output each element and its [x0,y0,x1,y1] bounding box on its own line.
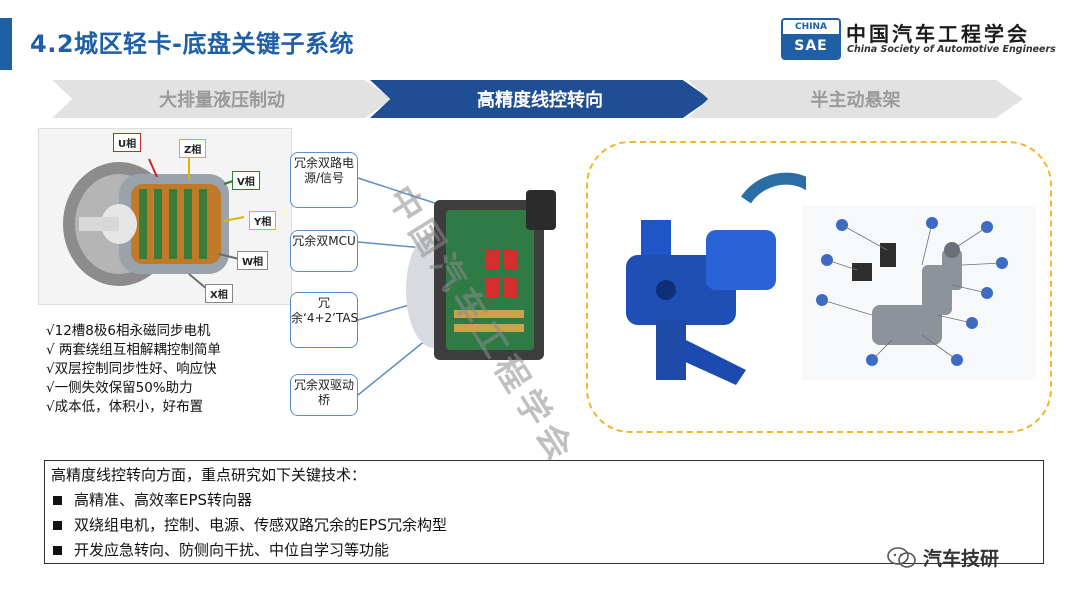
page-title: 4.2城区轻卡-底盘关键子系统 [30,30,354,58]
china-sae-logo: CHINA SAE [781,18,841,60]
tech-item-text: 开发应急转向、防侧向干扰、中位自学习等功能 [74,541,390,559]
logo-top-text: CHINA [783,20,839,34]
tech-item: 开发应急转向、防侧向干扰、中位自学习等功能 [51,538,1037,563]
eps-controller-illustration [357,177,556,396]
wechat-account-name: 汽车技研 [923,548,1000,570]
phase-label-x: X相 [205,284,233,303]
steering-gear-illustration [626,172,806,385]
square-bullet-icon [53,521,62,530]
callout-redundant-drive-bridge: 冗余双驱动桥 [290,374,358,416]
eps-assembly-region [586,141,1052,433]
tab-semi-active-suspension[interactable]: 半主动悬架 [688,80,1023,118]
feature-item: √成本低，体积小，好布置 [46,399,204,415]
motor-feature-list: √12槽8极6相永磁同步电机 √ 两套绕组互相解耦控制简单 √双层控制同步性好、… [46,322,221,417]
org-name-en: China Society of Automotive Engineers [847,44,1056,55]
org-name-cn: 中国汽车工程学会 [846,22,1030,46]
tech-item: 双绕组电机，控制、电源、传感双路冗余的EPS冗余构型 [51,513,1037,538]
phase-label-z: Z相 [179,139,207,158]
feature-item: √ 两套绕组互相解耦控制简单 [46,342,221,358]
wechat-account-badge: 汽车技研 [887,544,999,571]
motor-illustration [63,157,245,290]
feature-item: √12槽8极6相永磁同步电机 [46,323,211,339]
callout-redundant-tas: 冗余‘4+2’TAS [290,292,358,348]
phase-label-y: Y相 [249,211,277,230]
phase-label-v: V相 [232,171,260,190]
callout-redundant-mcu: 冗余双MCU [290,230,358,272]
phase-label-w: W相 [237,251,269,270]
tab-steer-by-wire[interactable]: 高精度线控转向 [370,80,710,118]
square-bullet-icon [53,546,62,555]
phase-label-u: U相 [113,133,142,152]
feature-item: √一侧失效保留50%助力 [46,380,193,396]
tech-intro: 高精度线控转向方面，重点研究如下关键技术： [51,466,367,484]
feature-item: √双层控制同步性好、响应快 [46,361,217,377]
logo-bottom-text: SAE [783,34,839,58]
tech-item: 高精准、高效率EPS转向器 [51,488,1037,513]
key-technology-box: 高精度线控转向方面，重点研究如下关键技术： 高精准、高效率EPS转向器 双绕组电… [44,460,1044,564]
tech-item-text: 双绕组电机，控制、电源、传感双路冗余的EPS冗余构型 [74,516,448,534]
tab-hydraulic-brake[interactable]: 大排量液压制动 [52,80,392,118]
wechat-icon [887,546,916,568]
callout-redundant-power: 冗余双路电源/信号 [290,152,358,208]
square-bullet-icon [53,496,62,505]
eps-exploded-view [802,205,1036,380]
tech-item-text: 高精准、高效率EPS转向器 [74,491,253,509]
title-accent-bar [0,18,12,70]
motor-cutaway-image: U相 Z相 V相 Y相 W相 X相 [38,128,292,305]
